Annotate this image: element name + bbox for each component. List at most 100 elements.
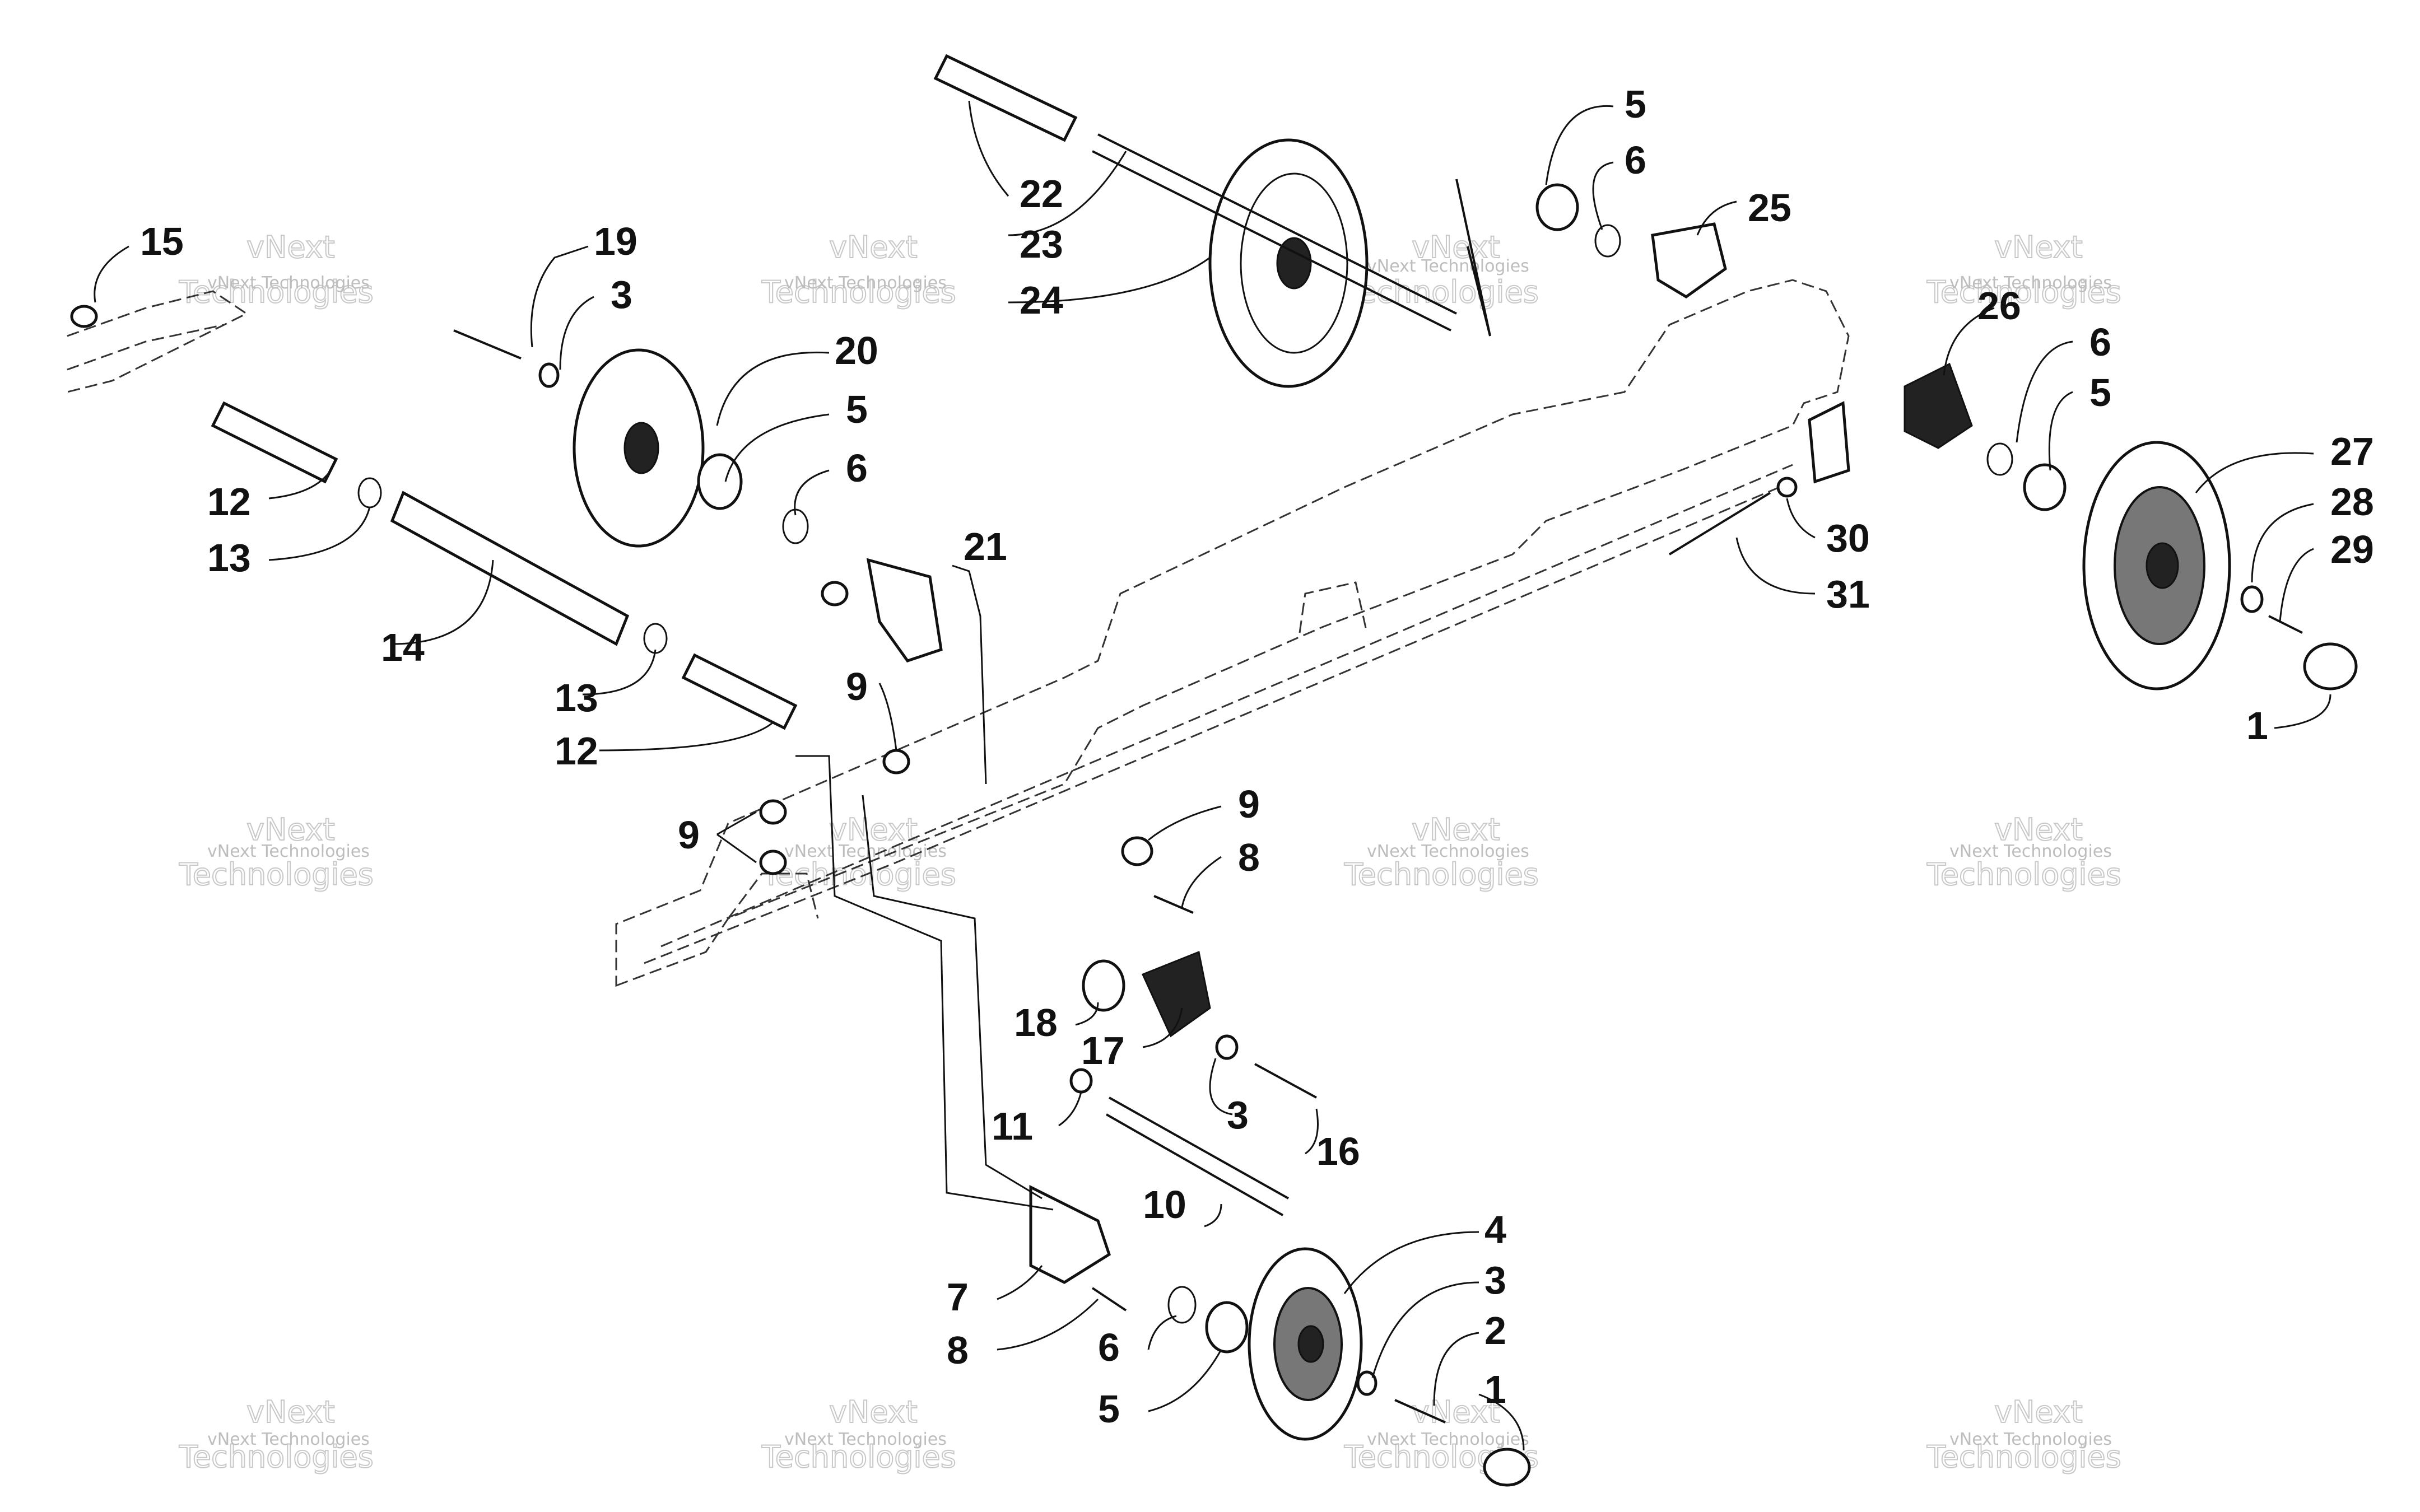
right-idler-wheel: [1535, 183, 2358, 690]
bracket-upper: [759, 558, 1194, 914]
callout-23: 23: [1020, 222, 1063, 266]
bracket-middle: [1069, 950, 1317, 1216]
watermark-8: vNext Technologies vNext Technologies: [1926, 811, 2122, 893]
svg-text:vNext: vNext: [1994, 230, 2083, 265]
callout-31: 31: [1826, 572, 1870, 616]
svg-text:Technologies: Technologies: [761, 857, 956, 892]
slide-rail-frame: [67, 279, 1850, 987]
watermark-2: vNext Technologies vNext Technologies: [761, 229, 957, 310]
leader-lines: [94, 100, 2331, 1451]
svg-text:vNext Technologies: vNext Technologies: [1949, 1430, 2112, 1449]
svg-text:vNext Technologies: vNext Technologies: [1367, 256, 1529, 276]
left-idler-wheel: [453, 329, 809, 548]
callout-6-lower: 6: [1098, 1326, 1120, 1369]
callout-28: 28: [2330, 480, 2374, 524]
callout-labels: 15 19 3 20 5 6 22 23 24 5 6 25 26 6 5 27…: [140, 82, 2374, 1431]
callout-2: 2: [1484, 1309, 1506, 1352]
callout-6-right: 6: [2089, 320, 2111, 364]
callout-14: 14: [381, 626, 425, 669]
callout-5-top: 5: [1625, 82, 1646, 126]
watermarks: vNext Technologies vNext Technologies vN…: [178, 229, 2122, 1475]
svg-text:vNext Technologies: vNext Technologies: [784, 273, 947, 293]
callout-3-upper: 3: [611, 273, 632, 316]
svg-text:Technologies: Technologies: [179, 1439, 374, 1474]
callout-9-left: 9: [678, 813, 700, 857]
callout-1-right: 1: [2246, 704, 2268, 748]
callout-6-top: 6: [1625, 138, 1646, 182]
callout-20: 20: [835, 329, 878, 372]
svg-text:vNext: vNext: [246, 812, 335, 847]
watermark-10: vNext Technologies vNext Technologies: [761, 1394, 957, 1475]
callout-15: 15: [140, 220, 184, 263]
svg-text:Technologies: Technologies: [179, 857, 374, 892]
callout-24: 24: [1020, 278, 1063, 322]
svg-text:Technologies: Technologies: [1926, 1439, 2121, 1474]
watermark-3: vNext Technologies vNext Technologies: [1343, 229, 1539, 310]
svg-text:vNext: vNext: [1994, 812, 2083, 847]
callout-30: 30: [1826, 516, 1870, 560]
svg-text:vNext: vNext: [829, 812, 918, 847]
svg-text:vNext: vNext: [246, 230, 335, 265]
lower-idler-wheel: [1029, 1184, 1531, 1487]
svg-text:vNext Technologies: vNext Technologies: [784, 1430, 947, 1449]
upper-idler-wheel: [933, 54, 1491, 388]
callout-1-lower: 1: [1484, 1368, 1506, 1411]
watermark-9: vNext Technologies vNext Technologies: [178, 1394, 374, 1475]
svg-text:vNext: vNext: [829, 230, 918, 265]
callout-21: 21: [964, 525, 1007, 568]
svg-text:vNext Technologies: vNext Technologies: [207, 1430, 370, 1449]
callout-9-upper: 9: [846, 665, 868, 708]
callout-18: 18: [1014, 1001, 1058, 1044]
callout-11: 11: [992, 1104, 1033, 1148]
callout-12-lower: 12: [555, 729, 598, 773]
cross-shaft: [70, 305, 798, 730]
callout-5-left: 5: [846, 388, 868, 431]
svg-text:vNext Technologies: vNext Technologies: [1949, 273, 2112, 293]
callout-7: 7: [947, 1275, 969, 1319]
svg-text:vNext Technologies: vNext Technologies: [1367, 1430, 1529, 1449]
callout-19: 19: [594, 220, 637, 263]
parts: [70, 54, 2358, 1487]
watermark-12: vNext Technologies vNext Technologies: [1926, 1394, 2122, 1475]
callout-6-left: 6: [846, 446, 868, 490]
callout-16: 16: [1316, 1130, 1360, 1173]
callout-5-right: 5: [2089, 371, 2111, 414]
svg-text:Technologies: Technologies: [761, 1439, 956, 1474]
callout-9-right: 9: [1238, 782, 1260, 826]
callout-5-lower: 5: [1098, 1387, 1120, 1431]
svg-text:Technologies: Technologies: [1926, 274, 2121, 310]
callout-12-upper: 12: [207, 480, 251, 524]
callout-8-right: 8: [1238, 836, 1260, 879]
watermark-6: vNext Technologies vNext Technologies: [761, 811, 957, 893]
callout-27: 27: [2330, 430, 2374, 473]
svg-text:vNext: vNext: [829, 1394, 918, 1430]
watermark-4: vNext Technologies vNext Technologies: [1926, 229, 2122, 310]
svg-text:vNext: vNext: [1994, 1394, 2083, 1430]
watermark-5: vNext Technologies vNext Technologies: [178, 811, 374, 893]
callout-8-lower: 8: [947, 1328, 969, 1372]
callout-10: 10: [1143, 1183, 1186, 1226]
callout-17: 17: [1081, 1029, 1125, 1072]
svg-text:vNext Technologies: vNext Technologies: [207, 842, 370, 861]
svg-text:vNext: vNext: [1412, 230, 1500, 265]
watermark-7: vNext Technologies vNext Technologies: [1343, 811, 1539, 893]
callout-22: 22: [1020, 172, 1063, 216]
watermark-1: vNext Technologies vNext Technologies: [178, 229, 374, 310]
svg-text:vNext Technologies: vNext Technologies: [207, 273, 370, 293]
svg-text:vNext: vNext: [246, 1394, 335, 1430]
svg-text:vNext Technologies: vNext Technologies: [1367, 842, 1529, 861]
svg-text:vNext: vNext: [1412, 812, 1500, 847]
svg-text:vNext Technologies: vNext Technologies: [1949, 842, 2112, 861]
callout-29: 29: [2330, 528, 2374, 571]
svg-text:Technologies: Technologies: [1344, 857, 1539, 892]
callout-3-lower: 3: [1484, 1258, 1506, 1302]
callout-26: 26: [1977, 284, 2021, 328]
svg-text:Technologies: Technologies: [1926, 857, 2121, 892]
callout-13-upper: 13: [207, 536, 251, 580]
svg-text:Technologies: Technologies: [761, 274, 956, 310]
callout-13-lower: 13: [555, 676, 598, 720]
callout-25: 25: [1748, 186, 1791, 230]
callout-4: 4: [1484, 1208, 1506, 1252]
callout-3-middle: 3: [1227, 1093, 1249, 1137]
